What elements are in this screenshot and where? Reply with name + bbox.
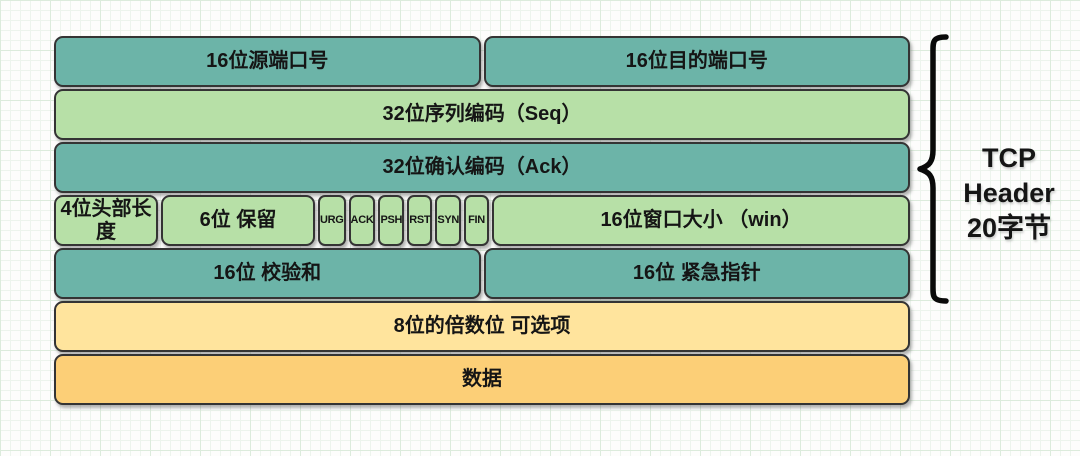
row-flags: 4位头部长度 6位 保留 URG ACK PSH RST SYN FIN 16位…	[54, 195, 910, 246]
flag-rst: RST	[407, 195, 433, 246]
flag-urg: URG	[318, 195, 346, 246]
brace-label-line2: Header	[963, 178, 1055, 208]
curly-brace-icon	[917, 34, 949, 304]
field-options: 8位的倍数位 可选项	[54, 301, 910, 352]
row-ports: 16位源端口号 16位目的端口号	[54, 36, 910, 87]
field-reserved: 6位 保留	[161, 195, 315, 246]
field-window-size: 16位窗口大小 （win）	[492, 195, 910, 246]
row-options: 8位的倍数位 可选项	[54, 301, 910, 352]
brace-label: TCP Header 20字节	[946, 141, 1072, 246]
flag-fin: FIN	[464, 195, 490, 246]
field-header-length: 4位头部长度	[54, 195, 158, 246]
tcp-header-fields: 16位源端口号 16位目的端口号 32位序列编码（Seq） 32位确认编码（Ac…	[54, 36, 910, 405]
brace-label-line1: TCP	[982, 143, 1036, 173]
field-ack-number: 32位确认编码（Ack）	[54, 142, 910, 193]
field-dest-port: 16位目的端口号	[483, 36, 910, 87]
flag-psh: PSH	[378, 195, 405, 246]
flag-ack: ACK	[348, 195, 376, 246]
row-checksum: 16位 校验和 16位 紧急指针	[54, 248, 910, 299]
field-sequence-number: 32位序列编码（Seq）	[54, 89, 910, 140]
flag-syn: SYN	[435, 195, 462, 246]
field-data: 数据	[54, 354, 910, 405]
field-checksum: 16位 校验和	[54, 248, 481, 299]
field-source-port: 16位源端口号	[54, 36, 481, 87]
field-urgent-pointer: 16位 紧急指针	[483, 248, 910, 299]
row-seq: 32位序列编码（Seq）	[54, 89, 910, 140]
row-data: 数据	[54, 354, 910, 405]
brace-label-line3: 20字节	[966, 213, 1052, 243]
row-ack: 32位确认编码（Ack）	[54, 142, 910, 193]
